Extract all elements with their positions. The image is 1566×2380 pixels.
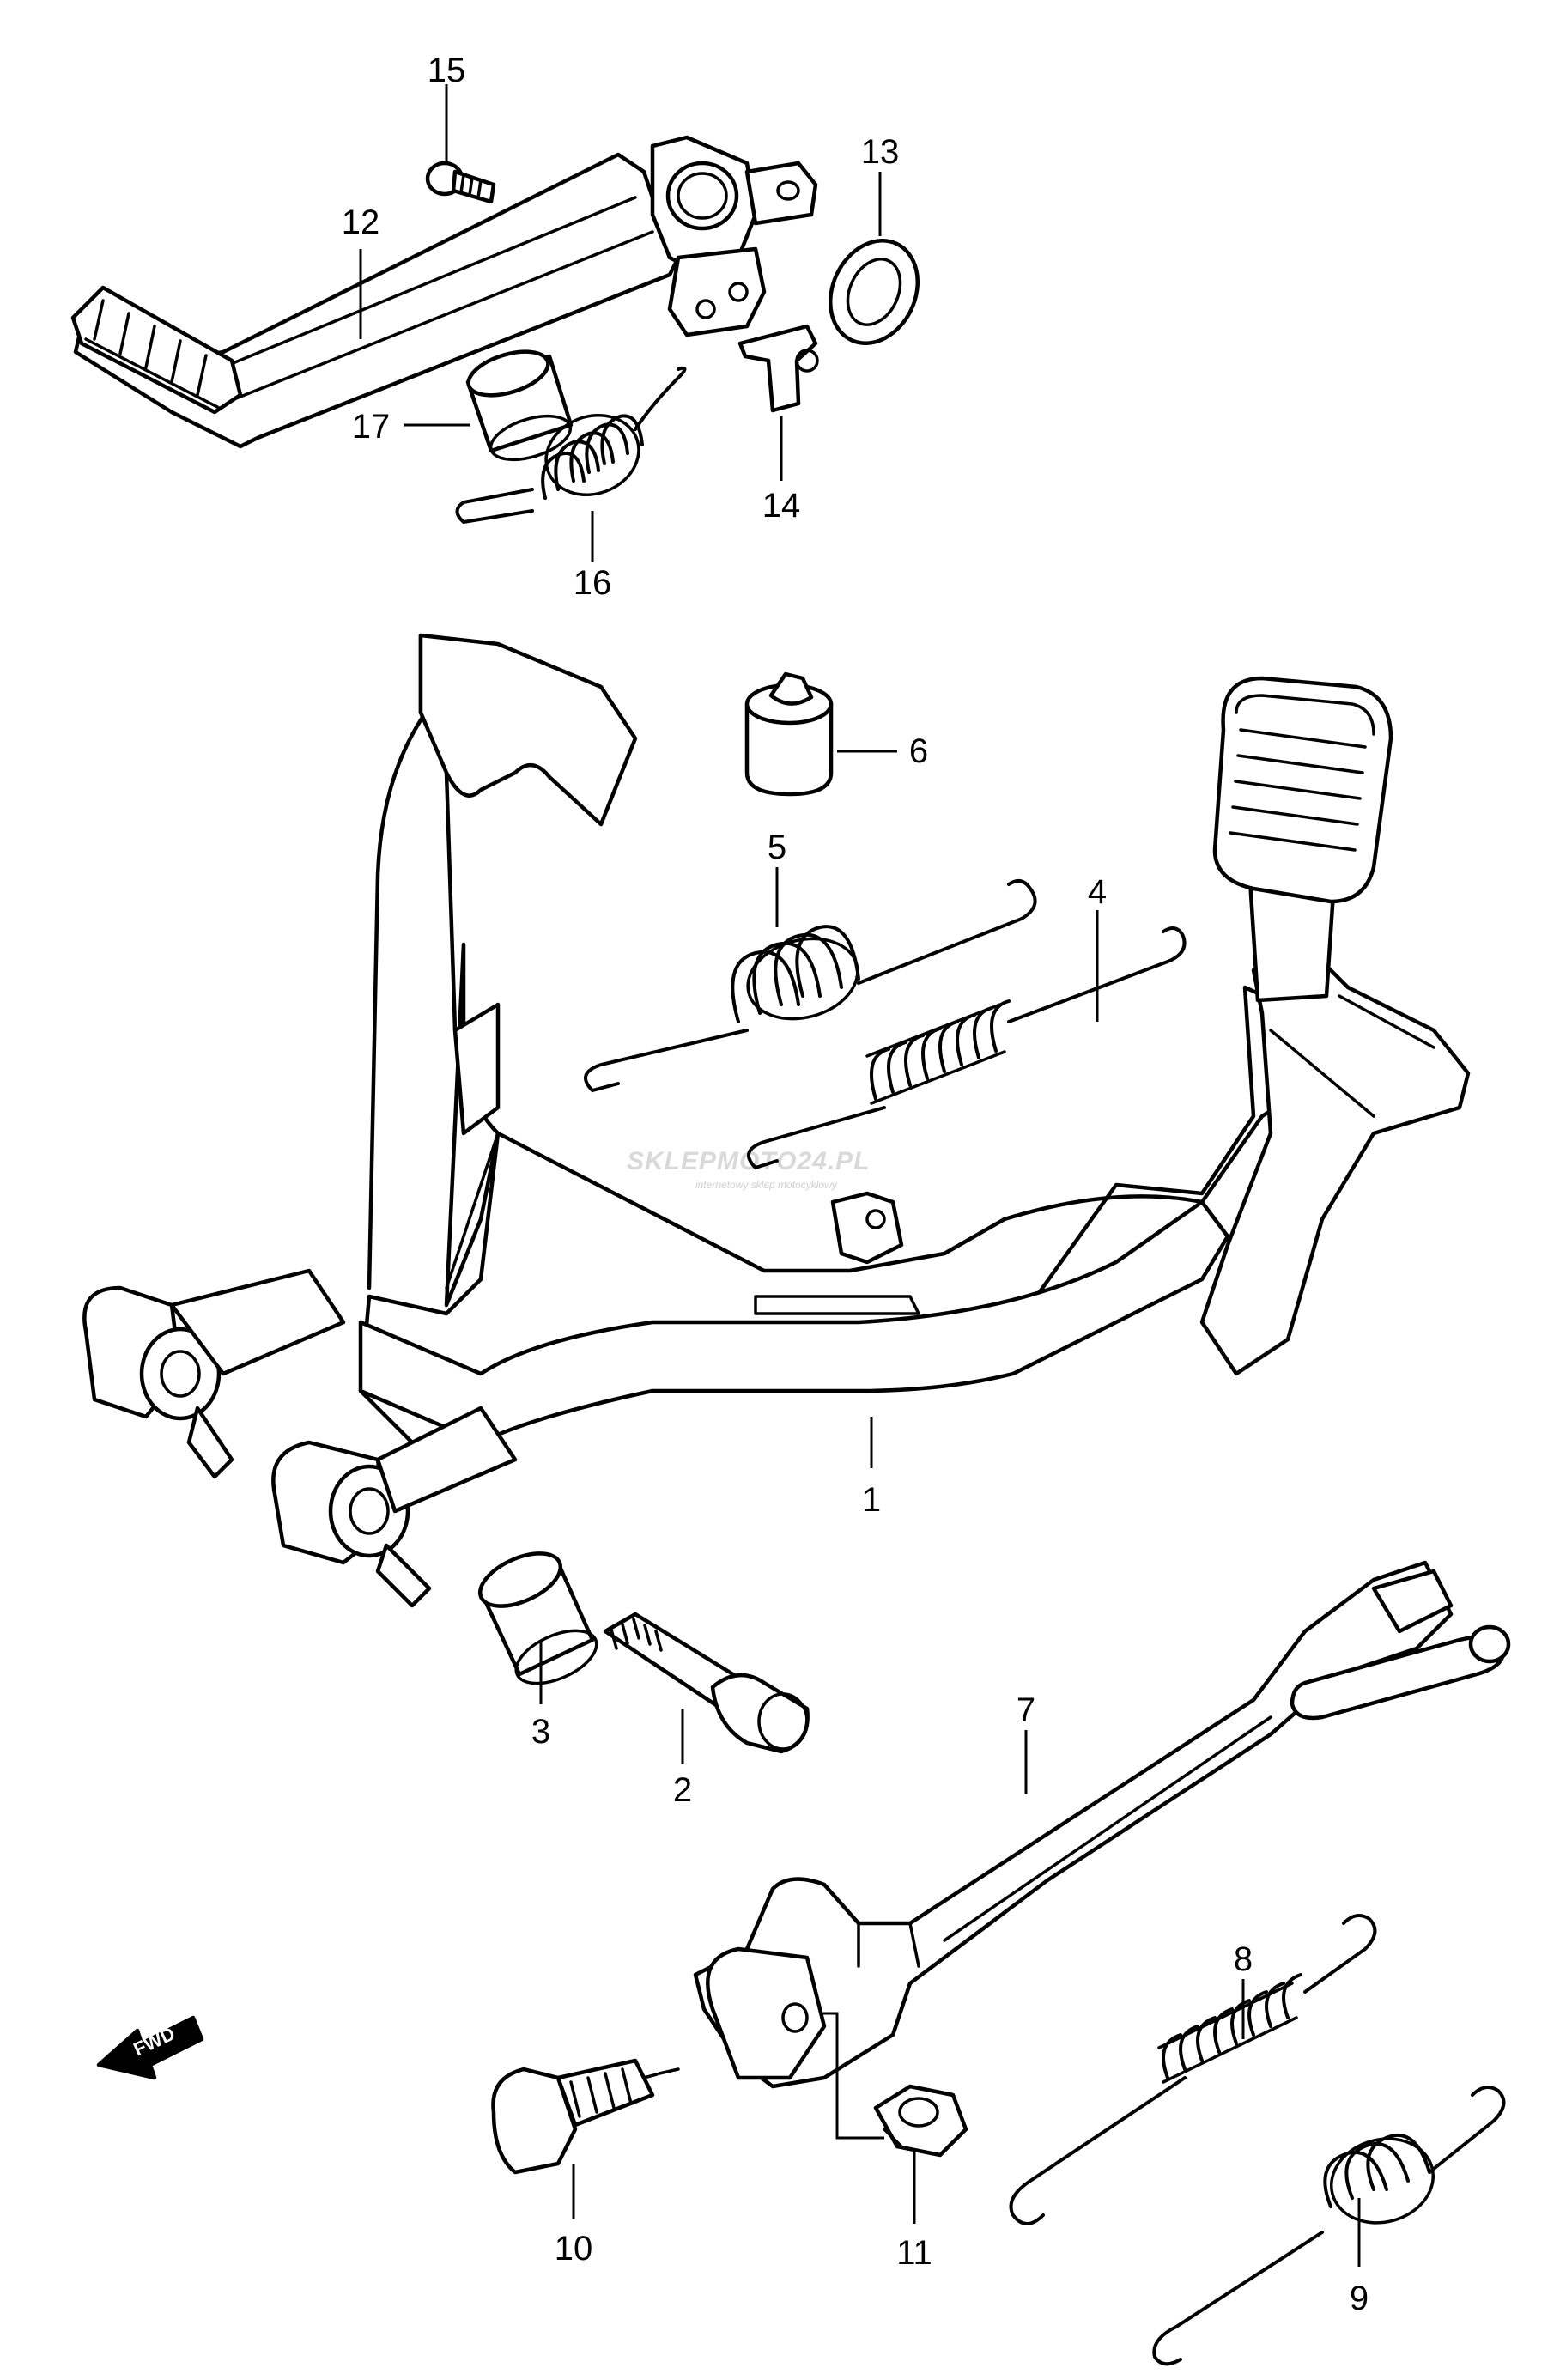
watermark-sub: internetowy sklep motocyklowy	[695, 1179, 838, 1191]
callout-7: 7	[1017, 1691, 1035, 1729]
callout-14: 14	[762, 487, 801, 525]
washer-13	[828, 239, 920, 345]
spring-5	[584, 879, 1037, 1093]
spring-4	[747, 926, 1187, 1170]
bushing-3	[477, 1551, 598, 1685]
nut-11	[873, 2084, 968, 2158]
callout-8: 8	[1234, 1940, 1253, 1978]
callout-12: 12	[342, 203, 380, 241]
spring-8	[1009, 1914, 1377, 2225]
callout-16: 16	[574, 564, 612, 602]
callout-2: 2	[673, 1771, 692, 1809]
clip-14	[737, 324, 819, 413]
bolt-15	[425, 161, 496, 204]
spring-9	[1152, 2086, 1506, 2366]
callout-11: 11	[896, 2234, 932, 2272]
leader-lines	[359, 84, 1361, 2267]
gear-shift-lever	[70, 135, 818, 449]
stopper-6	[744, 671, 834, 797]
callout-10: 10	[555, 2230, 593, 2268]
center-stand	[82, 633, 1471, 1608]
callout-3: 3	[531, 1713, 550, 1751]
callout-1: 1	[862, 1481, 881, 1519]
bolt-10	[491, 2058, 680, 2175]
callout-17: 17	[352, 408, 391, 446]
bushing-17	[465, 349, 574, 462]
callout-5: 5	[768, 829, 786, 866]
callout-13: 13	[861, 133, 900, 171]
callout-6: 6	[909, 732, 928, 770]
callout-15: 15	[428, 52, 466, 89]
spring-16	[455, 366, 687, 525]
callout-4: 4	[1088, 873, 1107, 911]
forward-arrow: FWD	[96, 2015, 204, 2080]
callout-9: 9	[1350, 2280, 1369, 2317]
side-stand	[693, 1560, 1511, 2140]
callouts: 15 12 13 14 17 16 6 5 4 1 3 2 7 8 9 10 1…	[342, 52, 1369, 2317]
bolt-2	[603, 1612, 810, 1754]
